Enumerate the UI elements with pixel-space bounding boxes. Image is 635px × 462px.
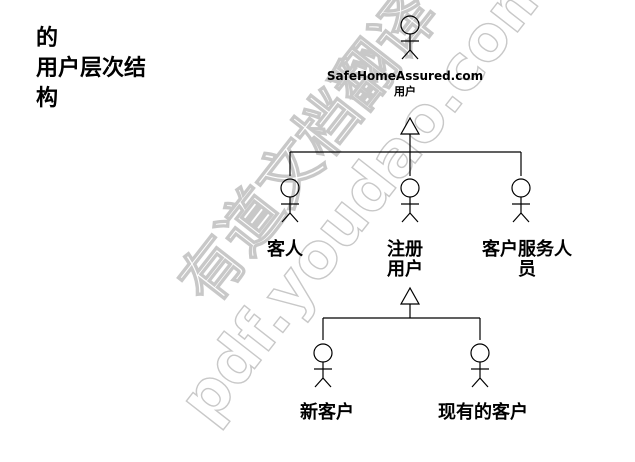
service-label-line-1: 客户服务人 [482, 238, 573, 260]
root-label-line-1: SafeHomeAssured.com [327, 69, 483, 83]
registered-label-line-1: 注册 [387, 238, 423, 260]
new-customer-label: 新客户 [300, 401, 354, 423]
generalization-root [289, 116, 522, 176]
actor-guest-icon [280, 178, 300, 223]
page-title: 的 用户层次结 构 [36, 24, 196, 114]
existing-customer-label: 现有的客户 [438, 401, 528, 423]
actor-service-icon [511, 178, 531, 223]
title-line-3: 构 [36, 86, 59, 111]
title-line-2: 用户层次结 [36, 56, 147, 81]
guest-label: 客人 [267, 238, 304, 260]
actor-registered-icon [400, 178, 420, 223]
registered-label-line-2: 用户 [387, 258, 423, 280]
root-label-line-2: 用户 [394, 84, 416, 98]
service-label-line-2: 员 [518, 259, 536, 280]
actor-new-customer-icon [313, 343, 333, 388]
actor-root-icon [400, 15, 420, 60]
generalization-registered [322, 286, 481, 340]
actor-existing-customer-icon [470, 343, 490, 388]
title-line-1: 的 [36, 26, 59, 51]
